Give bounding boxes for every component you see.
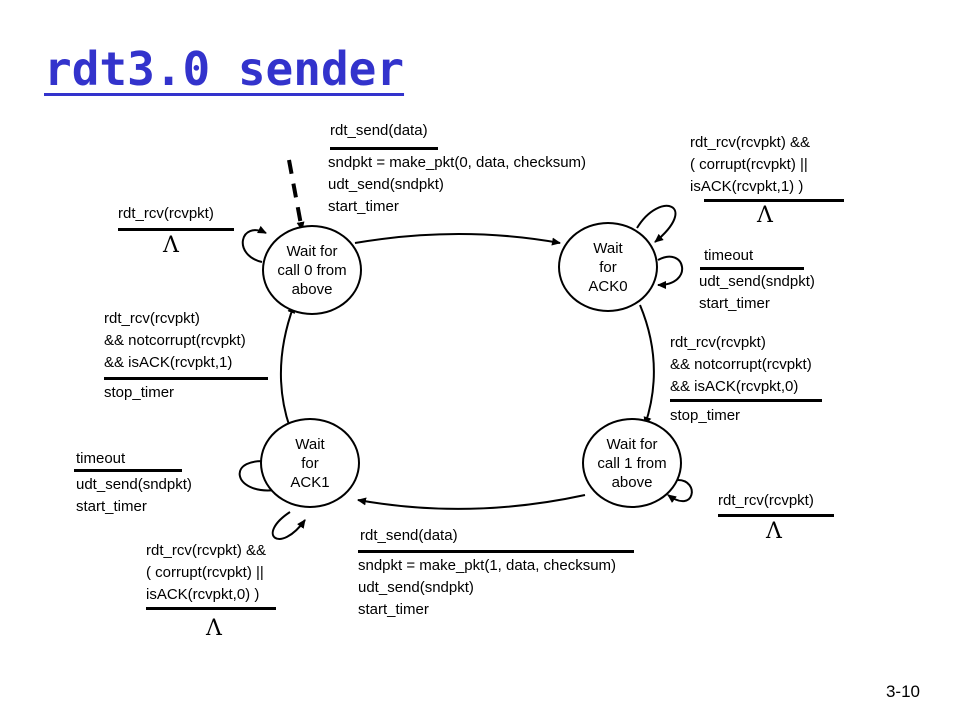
self-loop-ack1-timeout	[238, 456, 276, 492]
ack0-corrupt-divider	[704, 199, 844, 202]
ack1-corrupt-event-1: rdt_rcv(rcvpkt) &&	[146, 542, 267, 559]
ack0-timeout-action-1: udt_send(sndpkt)	[699, 273, 815, 290]
ack1-timeout-divider	[74, 469, 182, 472]
state-wait-ack1: Wait for ACK1	[260, 418, 360, 508]
send1-action-3: start_timer	[358, 601, 429, 618]
ack0-corrupt-event-2: ( corrupt(rcvpkt) ||	[690, 156, 808, 173]
ack1-corrupt-event-3: isACK(rcvpkt,0) )	[146, 586, 260, 603]
self-loop-ack0-timeout	[657, 255, 684, 289]
send1-event: rdt_send(data)	[360, 527, 458, 544]
ack0-corrupt-lambda: Λ	[757, 203, 773, 228]
self-call1-event: rdt_rcv(rcvpkt)	[718, 492, 814, 509]
send1-action-2: udt_send(sndpkt)	[358, 579, 474, 596]
arrow-ack0-to-call1	[639, 304, 655, 426]
self-call1-divider	[718, 514, 834, 517]
arrow-call0-to-ack0	[354, 233, 561, 246]
ack1-timeout-action-1: udt_send(sndpkt)	[76, 476, 192, 493]
self-loop-call0	[241, 225, 267, 263]
send0-divider	[330, 147, 438, 150]
ack0-ok-event-1: rdt_rcv(rcvpkt)	[670, 334, 766, 351]
self-call0-lambda: Λ	[163, 233, 179, 258]
ack1-ok-event-2: && notcorrupt(rcvpkt)	[104, 332, 246, 349]
send0-action-2: udt_send(sndpkt)	[328, 176, 444, 193]
arrow-call1-to-ack1	[357, 494, 586, 510]
ack1-ok-event-3: && isACK(rcvpkt,1)	[104, 354, 233, 371]
ack0-corrupt-event-1: rdt_rcv(rcvpkt) &&	[690, 134, 811, 151]
ack1-ok-event-1: rdt_rcv(rcvpkt)	[104, 310, 200, 327]
send0-action-1: sndpkt = make_pkt(0, data, checksum)	[328, 154, 587, 171]
ack1-timeout-action-2: start_timer	[76, 498, 147, 515]
self-loop-ack0-corrupt	[636, 204, 677, 243]
ack0-ok-divider	[670, 399, 822, 402]
send1-action-1: sndpkt = make_pkt(1, data, checksum)	[358, 557, 617, 574]
ack1-ok-action: stop_timer	[104, 384, 175, 401]
slide-number: 3-10	[885, 682, 920, 701]
ack0-timeout-action-2: start_timer	[699, 295, 770, 312]
ack1-corrupt-lambda: Λ	[206, 616, 222, 641]
ack1-corrupt-event-2: ( corrupt(rcvpkt) ||	[146, 564, 264, 581]
self-loop-ack1-corrupt	[271, 511, 306, 540]
ack0-corrupt-event-3: isACK(rcvpkt,1) )	[690, 178, 804, 195]
ack0-ok-action: stop_timer	[670, 407, 741, 424]
state-wait-call0: Wait for call 0 from above	[262, 225, 362, 315]
self-call0-divider	[118, 228, 234, 231]
self-loop-call1	[667, 479, 693, 503]
ack0-ok-event-3: && isACK(rcvpkt,0)	[670, 378, 799, 395]
ack0-timeout-event: timeout	[704, 247, 754, 264]
self-call1-lambda: Λ	[766, 519, 782, 544]
arrow-ack1-to-call0	[279, 304, 295, 429]
self-call0-event: rdt_rcv(rcvpkt)	[118, 205, 214, 222]
send0-action-3: start_timer	[328, 198, 399, 215]
ack0-timeout-divider	[700, 267, 804, 270]
send0-event: rdt_send(data)	[330, 122, 428, 139]
slide-title: rdt3.0 sender	[44, 42, 405, 96]
initial-state-arrow	[287, 159, 305, 231]
state-wait-ack0: Wait for ACK0	[558, 222, 658, 312]
send1-divider	[358, 550, 634, 553]
state-wait-call1: Wait for call 1 from above	[582, 418, 682, 508]
ack1-timeout-event: timeout	[76, 450, 126, 467]
ack1-ok-divider	[104, 377, 268, 380]
ack1-corrupt-divider	[146, 607, 276, 610]
ack0-ok-event-2: && notcorrupt(rcvpkt)	[670, 356, 812, 373]
